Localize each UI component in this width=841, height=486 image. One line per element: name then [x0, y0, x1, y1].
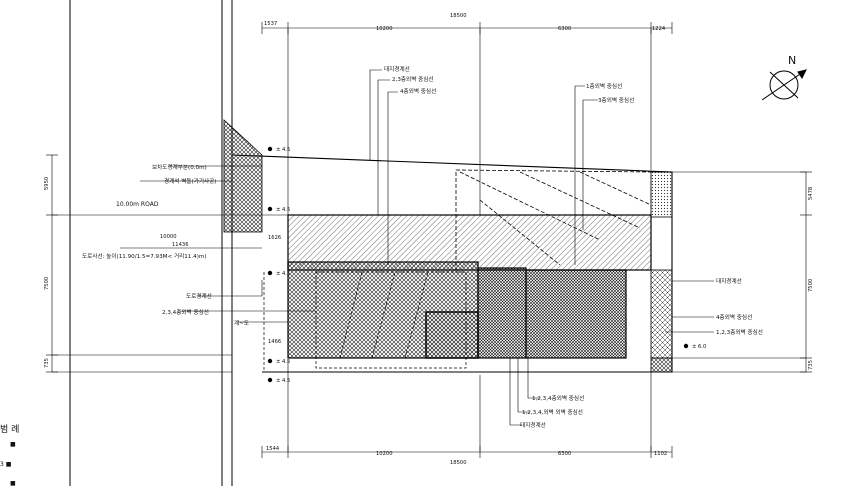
- dim-road-11436: 11436: [172, 242, 189, 248]
- label-floor-1234-bottom-b: 1,2,3,4,외벽 외벽 중심선: [522, 408, 583, 416]
- dim-bottom-mid-right: 6300: [558, 451, 571, 457]
- building-stair-block: [425, 311, 479, 359]
- level-a: ± 4.5: [276, 147, 290, 153]
- leader-lines: [120, 69, 714, 426]
- dim-top-mid-right: 6300: [558, 26, 571, 32]
- legend-item-2: 3 ■: [0, 461, 12, 468]
- north-arrow-icon: [761, 69, 807, 101]
- dim-left-upper: 5950: [44, 177, 50, 190]
- dim-right-low: 735: [808, 360, 814, 370]
- label-floor-4-wall-right: 4층외벽 중심선: [716, 313, 752, 321]
- right-strip-top: [650, 171, 673, 218]
- label-road: 10.00m ROAD: [116, 201, 159, 208]
- label-building-line: 경계석 벽돌(가기사공): [164, 177, 216, 185]
- dim-bottom-left: 1544: [266, 446, 280, 452]
- bottom-dimension-line: [261, 360, 673, 458]
- dim-left-low: 735: [44, 358, 50, 368]
- dim-top-right: 1224: [652, 26, 666, 32]
- label-floor-3-wall: 3층외벽 중심선: [598, 96, 634, 104]
- legend-title: 범 례: [0, 424, 19, 435]
- legend-item-3: ■: [10, 480, 16, 486]
- dim-top-total: 18500: [450, 13, 467, 19]
- dim-small-2: 1466: [268, 339, 281, 345]
- dim-top-mid-left: 10200: [376, 26, 393, 32]
- dim-road-10000: 10000: [160, 234, 177, 240]
- road-wedge-hatch: [223, 119, 263, 233]
- north-label: N: [788, 54, 796, 67]
- building-lower-right: [525, 269, 627, 359]
- road-lines: [69, 0, 233, 486]
- dim-bottom-total: 18500: [450, 460, 467, 466]
- label-road-boundary: 도로경계선: [186, 292, 212, 300]
- label-floor-123-wall-right: 1,2,3층외벽 중심선: [716, 328, 763, 336]
- right-dimension-line: [672, 171, 812, 373]
- label-site-boundary-top: 대지경계선: [384, 65, 410, 73]
- dim-bottom-mid-left: 10200: [376, 451, 393, 457]
- level-d: ± 4.5: [276, 359, 290, 365]
- label-floor-1234-bottom-a: 1,2,3,4층외벽 중심선: [532, 394, 584, 402]
- label-floor-234-wall: 2,3,4층외벽 중심선: [162, 308, 209, 316]
- dim-left-mid: 7500: [44, 277, 50, 290]
- level-e: ± 4.5: [276, 378, 290, 384]
- label-floor-23-wall: 2,3층외벽 중심선: [392, 75, 434, 83]
- level-b: ± 4.5: [276, 207, 290, 213]
- right-strip-mid: [650, 269, 673, 359]
- right-strip-bottom: [650, 357, 673, 373]
- level-c: ± 4.5: [276, 271, 290, 277]
- dim-bottom-right: 1102: [654, 451, 667, 457]
- dim-small-1: 1626: [268, 235, 281, 241]
- top-dimension-line: [261, 22, 673, 215]
- label-stair: 계~도: [234, 319, 249, 327]
- dim-right-upper: 5478: [808, 187, 814, 200]
- level-f: ± 6.0: [692, 344, 706, 350]
- label-floor-4-wall: 4층외벽 중심선: [400, 87, 436, 95]
- legend-item-1: ■: [10, 441, 16, 448]
- label-sidewalk: 보차도경계부분(0.0m): [152, 163, 207, 171]
- label-floor-1-wall: 1층외벽 중심선: [586, 82, 622, 90]
- building-core: [477, 267, 527, 359]
- dim-right-mid: 7500: [808, 279, 814, 292]
- label-road-slope: 도로사선: 높이(11.90/1.5=7.93M< 거리11.4)m): [82, 252, 207, 260]
- level-markers: [267, 146, 689, 383]
- label-site-boundary-bottom: 대지경계선: [520, 421, 546, 429]
- dim-top-left: 1537: [264, 21, 277, 27]
- label-site-boundary-right: 대지경계선: [716, 277, 742, 285]
